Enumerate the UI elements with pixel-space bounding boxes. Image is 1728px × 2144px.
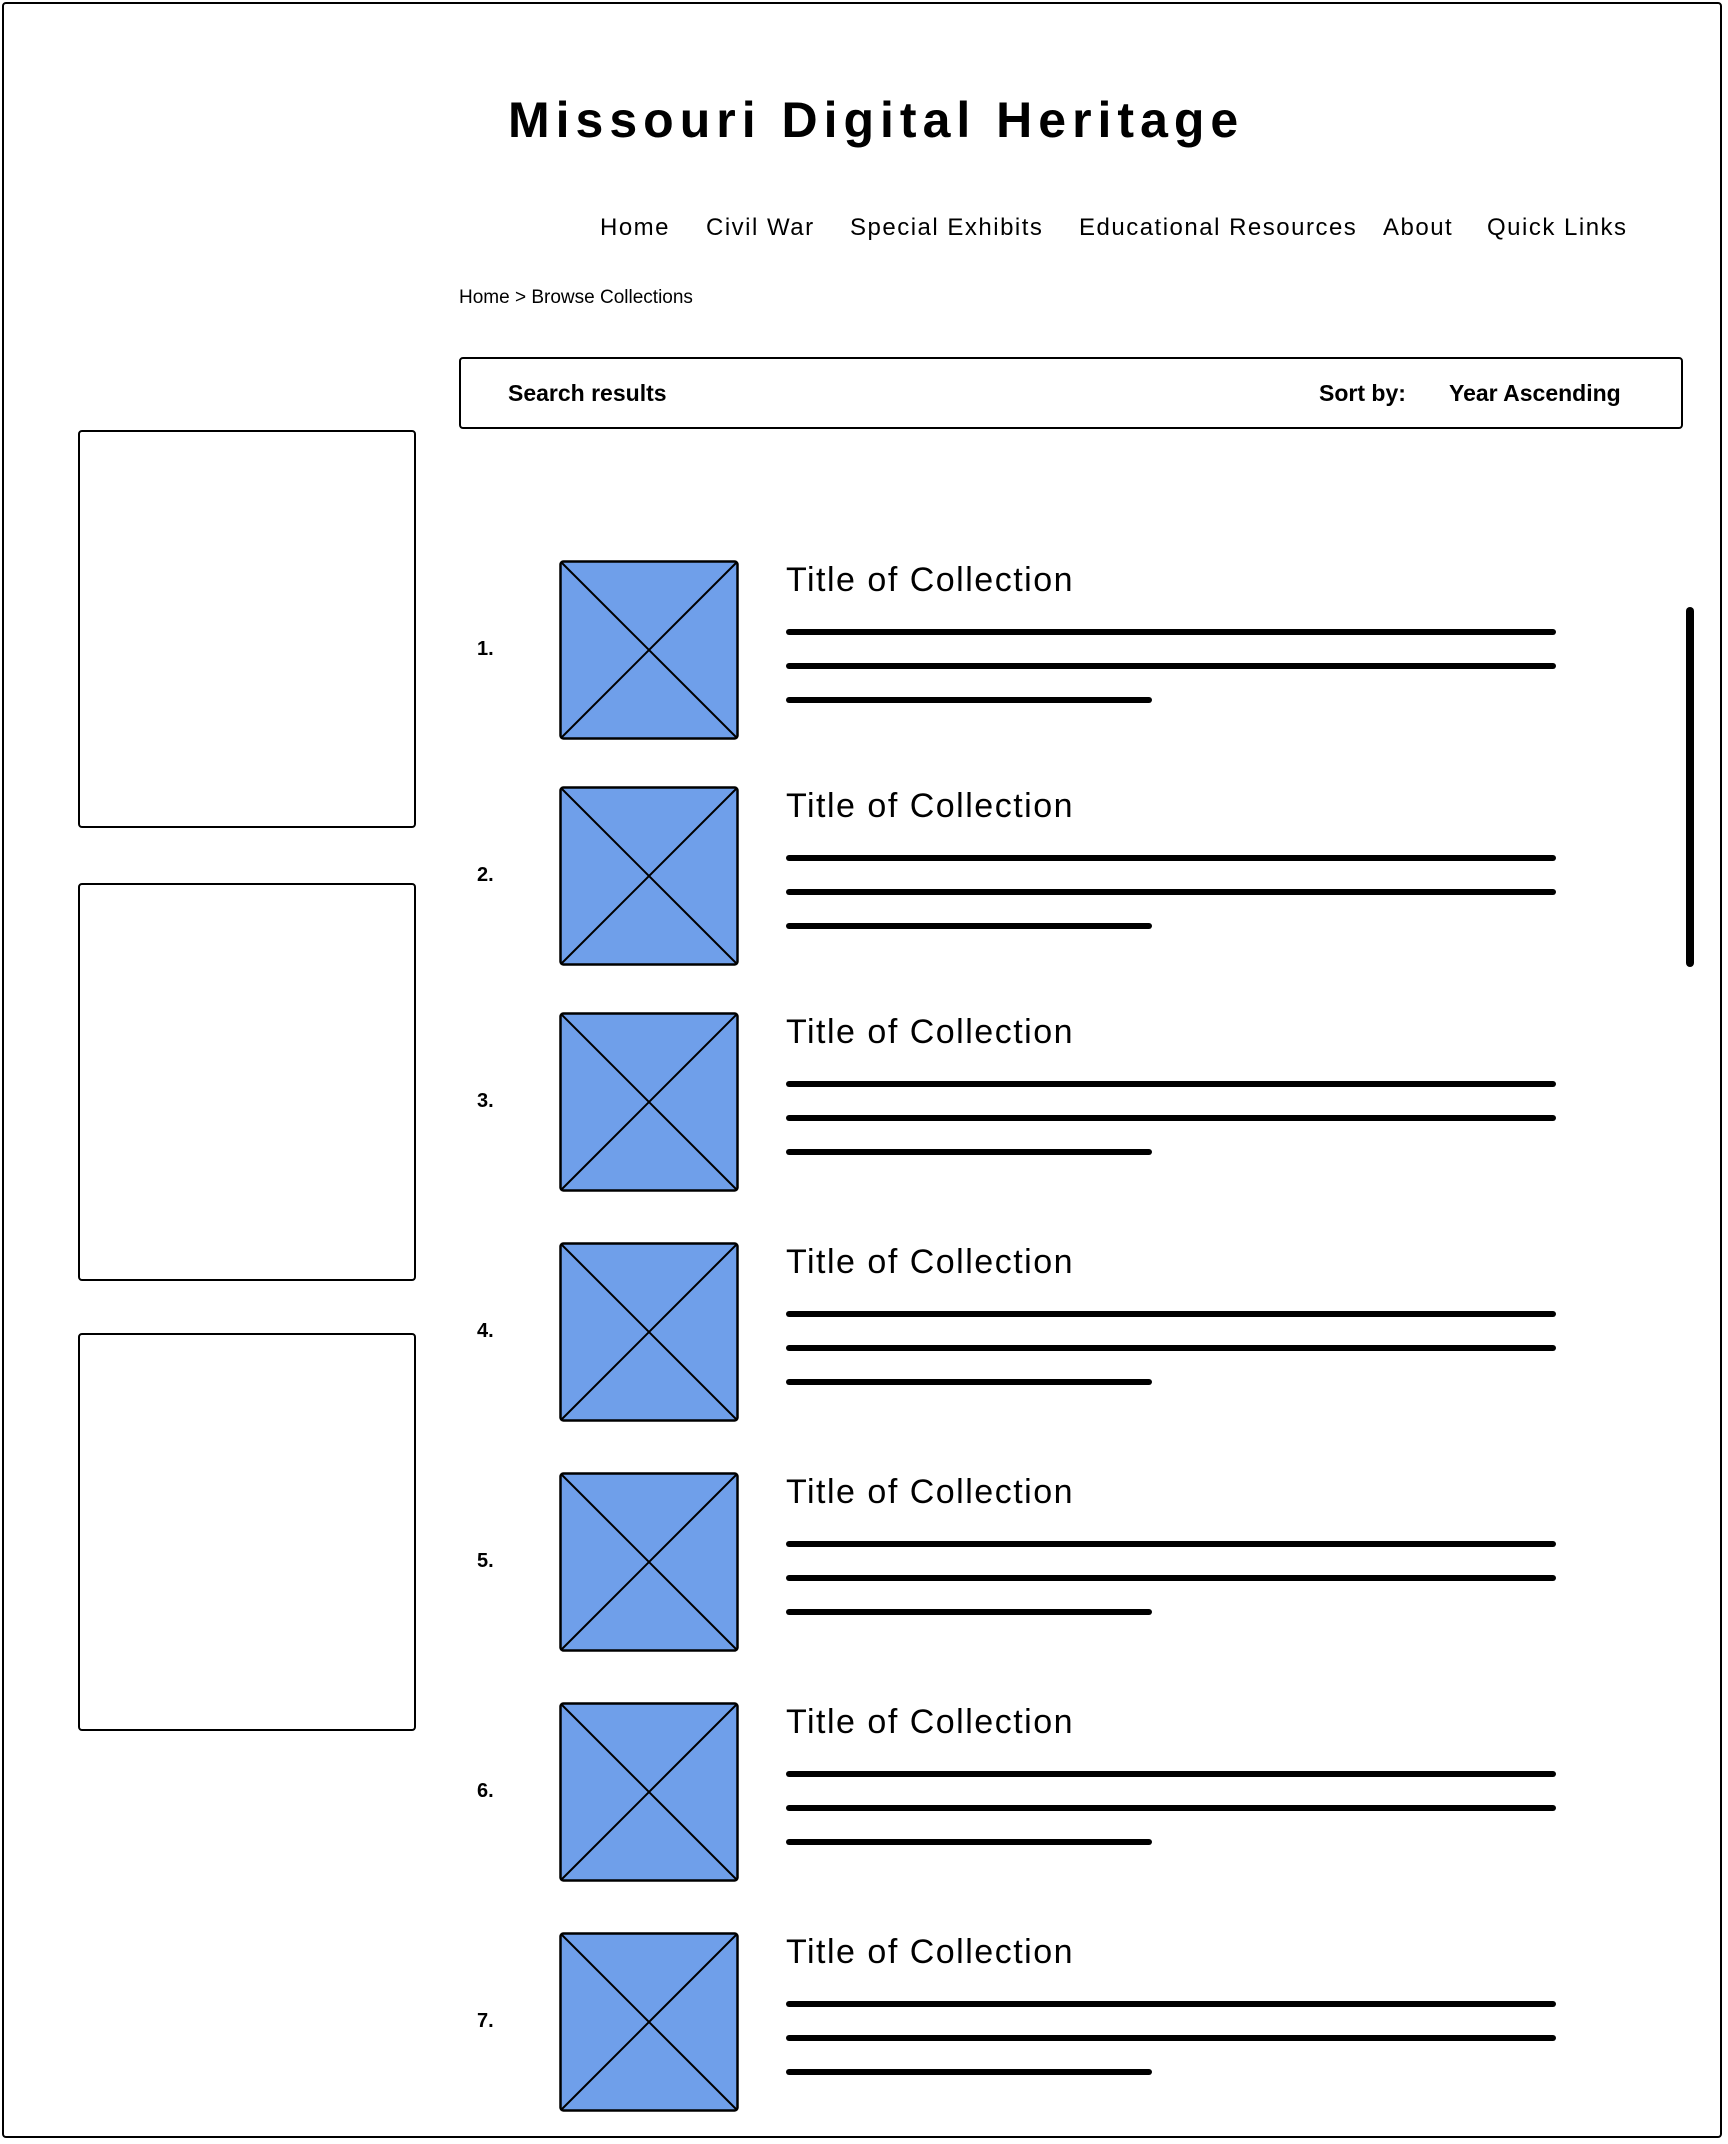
image-placeholder-icon[interactable] <box>559 1932 739 2112</box>
breadcrumb-current: Browse Collections <box>531 287 693 308</box>
description-placeholder-line <box>786 889 1556 895</box>
nav-item-home[interactable]: Home <box>600 214 671 241</box>
image-placeholder-icon[interactable] <box>559 1012 739 1192</box>
description-placeholder-line <box>786 1541 1556 1547</box>
description-placeholder-line <box>786 663 1556 669</box>
image-placeholder-icon[interactable] <box>559 1472 739 1652</box>
description-placeholder-line <box>786 1149 1152 1155</box>
result-item[interactable]: 2. Title of Collection <box>459 786 1589 966</box>
description-placeholder-line <box>786 1379 1152 1385</box>
image-placeholder-icon[interactable] <box>559 1242 739 1422</box>
sort-by-label: Sort by: <box>1319 380 1406 406</box>
description-placeholder-line <box>786 697 1152 703</box>
description-placeholder-line <box>786 855 1556 861</box>
description-placeholder-line <box>786 2001 1556 2007</box>
breadcrumb: Home > Browse Collections <box>459 285 693 311</box>
result-number: 6. <box>477 1780 494 1802</box>
description-placeholder-line <box>786 1771 1556 1777</box>
nav-item-civil-war[interactable]: Civil War <box>706 214 815 241</box>
description-placeholder-line <box>786 1311 1556 1317</box>
description-placeholder-line <box>786 629 1556 635</box>
nav-item-quick-links[interactable]: Quick Links <box>1487 214 1628 241</box>
search-results-bar: Search results Sort by: Year Ascending <box>459 357 1683 429</box>
result-number: 1. <box>477 638 494 660</box>
description-placeholder-line <box>786 1081 1556 1087</box>
result-item[interactable]: 1. Title of Collection <box>459 560 1589 740</box>
description-placeholder-line <box>786 1805 1556 1811</box>
breadcrumb-separator: > <box>514 287 527 308</box>
sidebar-panel-2[interactable] <box>78 883 416 1281</box>
result-number: 4. <box>477 1320 494 1342</box>
description-placeholder-line <box>786 1839 1152 1845</box>
image-placeholder-icon[interactable] <box>559 786 739 966</box>
result-number: 7. <box>477 2010 494 2032</box>
result-item[interactable]: 5. Title of Collection <box>459 1472 1589 1652</box>
search-results-label: Search results <box>508 380 667 406</box>
nav-item-about[interactable]: About <box>1383 214 1454 241</box>
result-item[interactable]: 3. Title of Collection <box>459 1012 1589 1192</box>
result-number: 5. <box>477 1550 494 1572</box>
nav-item-special-exhibits[interactable]: Special Exhibits <box>850 214 1044 241</box>
description-placeholder-line <box>786 2035 1556 2041</box>
sidebar-panel-1[interactable] <box>78 430 416 828</box>
description-placeholder-line <box>786 1115 1556 1121</box>
description-placeholder-line <box>786 1609 1152 1615</box>
result-item[interactable]: 6. Title of Collection <box>459 1702 1589 1882</box>
image-placeholder-icon[interactable] <box>559 1702 739 1882</box>
image-placeholder-icon[interactable] <box>559 560 739 740</box>
result-title[interactable]: Title of Collection <box>786 1243 1075 1281</box>
result-title[interactable]: Title of Collection <box>786 1013 1075 1051</box>
result-title[interactable]: Title of Collection <box>786 1703 1075 1741</box>
result-title[interactable]: Title of Collection <box>786 787 1075 825</box>
sort-by-select[interactable]: Year Ascending <box>1449 380 1621 406</box>
result-number: 2. <box>477 864 494 886</box>
site-title: Missouri Digital Heritage <box>508 92 1245 148</box>
result-title[interactable]: Title of Collection <box>786 1933 1075 1971</box>
scrollbar-thumb[interactable] <box>1686 607 1694 967</box>
description-placeholder-line <box>786 1575 1556 1581</box>
result-number: 3. <box>477 1090 494 1112</box>
result-item[interactable]: 4. Title of Collection <box>459 1242 1589 1422</box>
nav-item-educational-resources[interactable]: Educational Resources <box>1079 214 1358 241</box>
sidebar-panel-3[interactable] <box>78 1333 416 1731</box>
result-title[interactable]: Title of Collection <box>786 561 1075 599</box>
description-placeholder-line <box>786 923 1152 929</box>
description-placeholder-line <box>786 1345 1556 1351</box>
description-placeholder-line <box>786 2069 1152 2075</box>
result-title[interactable]: Title of Collection <box>786 1473 1075 1511</box>
breadcrumb-home-link[interactable]: Home <box>459 287 510 308</box>
result-item[interactable]: 7. Title of Collection <box>459 1932 1589 2112</box>
